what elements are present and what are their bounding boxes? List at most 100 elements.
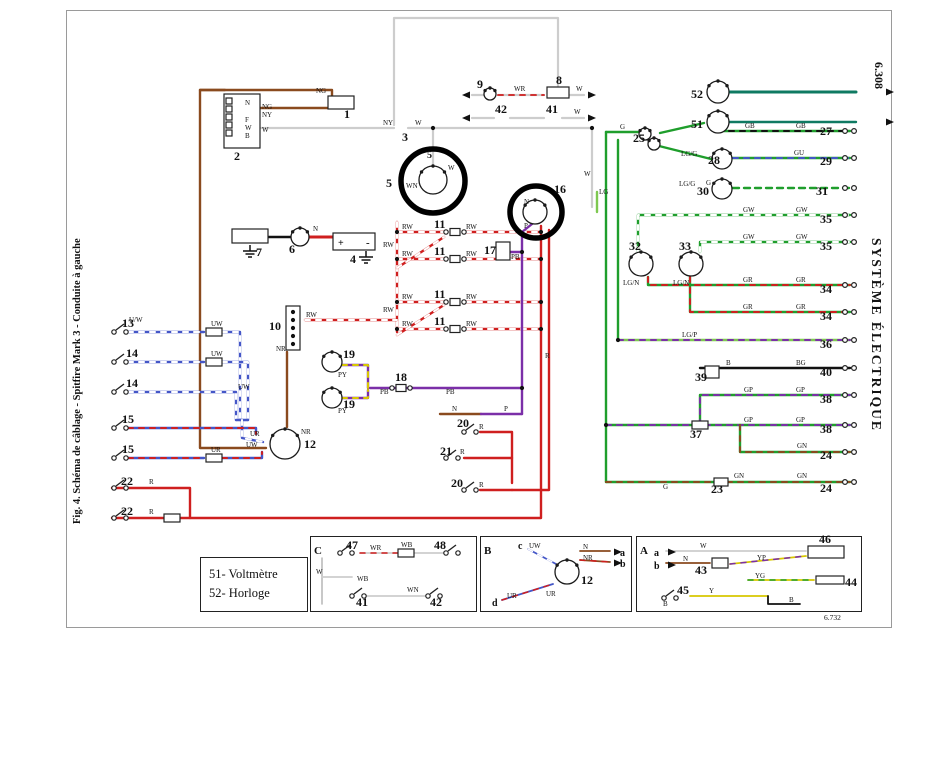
- diagram-label: -: [366, 237, 370, 249]
- sw-symbol: [341, 544, 351, 552]
- gauge-symbol: [629, 255, 633, 259]
- box-symbol: [223, 93, 261, 149]
- term-symbol: [850, 309, 857, 316]
- arrow-symbol: [614, 548, 622, 556]
- diagram-label: WB: [357, 575, 369, 583]
- diagram-label: WN: [406, 182, 418, 190]
- blue-15a: [126, 426, 258, 436]
- dot-symbol: [430, 125, 436, 131]
- gauge-symbol: [493, 88, 497, 93]
- term-symbol: [850, 449, 857, 456]
- sw-symbol: [115, 479, 125, 487]
- diagram-label: 11: [434, 217, 445, 231]
- diagram-label: PY: [338, 407, 347, 415]
- diagram-label: P: [504, 405, 508, 413]
- diagram-label: 45: [677, 583, 689, 597]
- dot-symbol: [519, 249, 525, 255]
- sw-symbol: [673, 595, 679, 601]
- sw-symbol: [349, 593, 355, 599]
- diagram-label: 22: [121, 474, 133, 488]
- diagram-label: B: [663, 600, 668, 608]
- diagram-label: R: [149, 478, 154, 486]
- diagram-label: C: [314, 545, 322, 557]
- diagram-label: 11: [434, 314, 445, 328]
- diagram-label: B: [245, 132, 250, 140]
- term-symbol: [841, 212, 848, 219]
- box-symbol: [231, 228, 269, 244]
- diagram-label: b: [620, 559, 626, 570]
- arrow-symbol: [462, 114, 470, 122]
- diagram-label: 20: [457, 416, 469, 430]
- gauge-symbol: [322, 354, 326, 358]
- box-symbol: [205, 453, 223, 463]
- term-symbol: [841, 309, 848, 316]
- diagram-label: 32: [629, 239, 641, 253]
- diagram-label: 28: [708, 153, 720, 167]
- sw-symbol: [665, 589, 675, 597]
- sw-symbol: [361, 593, 367, 599]
- diagram-label: 5: [427, 150, 432, 161]
- term-symbol: [841, 479, 848, 486]
- green-25-51: [658, 121, 706, 135]
- diagram-label: UW: [529, 542, 541, 550]
- dot-symbol: [589, 125, 595, 131]
- diagram-label: 40: [820, 365, 832, 379]
- fuse-symbol: [449, 324, 461, 334]
- diagram-label: 6: [289, 242, 295, 256]
- box-symbol: [815, 575, 845, 585]
- diagram-label: 18: [395, 370, 407, 384]
- blue-14b-trace: [126, 390, 238, 422]
- diagram-label: W: [584, 170, 591, 178]
- gauge-symbol: [657, 138, 661, 143]
- dot-symbol: [538, 256, 544, 262]
- gauge-symbol: [575, 563, 579, 567]
- red-20: [478, 430, 514, 485]
- arrow-symbol: [588, 114, 596, 122]
- diagram-label: A: [640, 545, 648, 557]
- dot-symbol: [394, 326, 400, 332]
- diagram-label: RW: [466, 320, 477, 328]
- diagram-label: 19: [343, 347, 355, 361]
- diagram-label: b: [654, 561, 660, 572]
- gauge-symbol: [639, 250, 643, 254]
- fuse-symbol: [389, 385, 395, 391]
- fuse-symbol: [461, 326, 467, 332]
- gauge-symbol: [295, 433, 299, 438]
- gauge-symbol: [707, 83, 711, 88]
- gauge-symbol: [699, 255, 703, 259]
- diagram-label: GU: [794, 149, 804, 157]
- sw-symbol: [123, 425, 129, 431]
- py-19b-trace: [340, 388, 370, 400]
- diagram-label: RW: [383, 241, 394, 249]
- term-symbol: [850, 239, 857, 246]
- diagram-label: R: [545, 352, 550, 360]
- sw-symbol: [115, 323, 125, 331]
- diagram-label: R: [149, 508, 154, 516]
- blue-14b: [126, 390, 238, 422]
- gauge-symbol: [628, 251, 654, 277]
- diagram-label: GN: [797, 442, 807, 450]
- diagram-label: NY: [262, 111, 272, 119]
- sw-symbol: [123, 359, 129, 365]
- diagram-label: GB: [745, 122, 755, 130]
- diagram-label: F: [245, 116, 249, 124]
- box-symbol: [327, 95, 355, 110]
- rw-diag2-trace: [395, 303, 446, 337]
- diagram-label: UR: [546, 590, 556, 598]
- dot-symbol: [615, 337, 621, 343]
- diagram-label: RW: [402, 250, 413, 258]
- dot-symbol: [290, 341, 296, 347]
- red-bottom: [110, 224, 543, 520]
- term-symbol: [850, 185, 857, 192]
- diagram-label: B: [726, 359, 731, 367]
- arrow-symbol: [614, 559, 622, 567]
- diagram-label: W: [576, 85, 583, 93]
- diagram-label: 2: [234, 149, 240, 163]
- sw-symbol: [123, 389, 129, 395]
- diagram-label: G: [620, 123, 625, 131]
- sw-symbol: [349, 550, 355, 556]
- diagram-label: 21: [440, 444, 452, 458]
- diagram-label: UW: [246, 441, 258, 449]
- diagram-label: 15: [122, 442, 134, 456]
- gauge-symbol: [442, 170, 447, 174]
